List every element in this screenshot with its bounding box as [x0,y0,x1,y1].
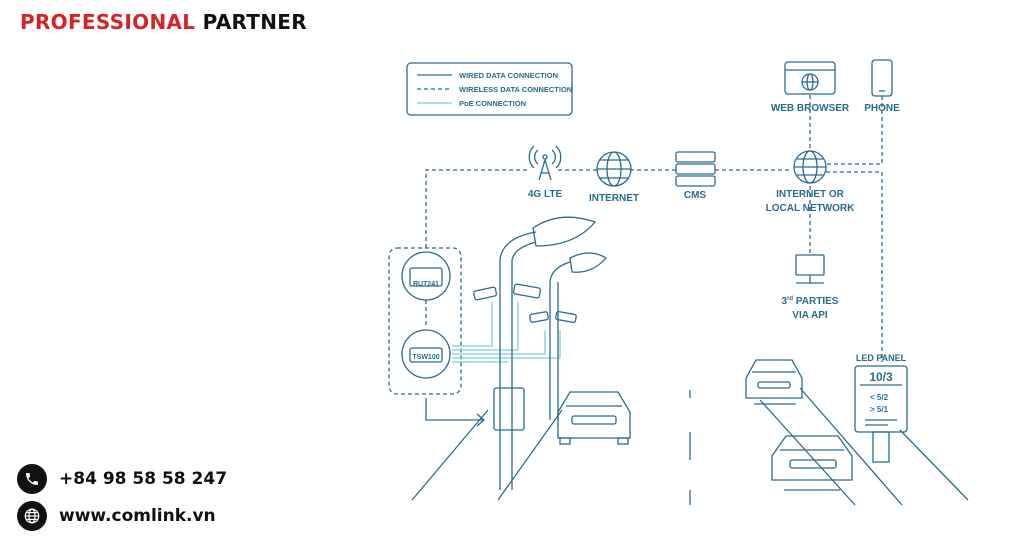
antenna-tower-icon [528,145,562,181]
third-parties-num: 3 [782,296,788,307]
third-parties-label: 3rd PARTIES [782,296,839,307]
cms-label: CMS [684,190,707,201]
internet-globe-icon [596,151,632,187]
website-url: www.comlink.vn [59,506,216,526]
third-parties-rest: PARTIES [793,296,839,307]
car-right-bottom [771,435,853,491]
car-right-top [745,359,803,405]
led-panel-main: 10/3 [869,370,893,384]
contact-phone[interactable]: +84 98 58 58 247 [17,464,227,494]
led-panel-sign [854,365,908,463]
cms-server-icon [675,151,716,187]
web-browser-icon [784,61,836,95]
internet-or-label: INTERNET OR [776,189,845,200]
brand-title-part2: PARTNER [202,10,307,34]
internet-label: INTERNET [589,193,639,204]
wired-connection-arrow [425,398,483,421]
poe-connections [452,302,561,363]
local-network-globe-icon [793,150,827,184]
wireless-connections [425,95,883,362]
local-network-label: LOCAL NETWORK [766,203,855,214]
web-browser-label: WEB BROWSER [771,103,850,114]
legend-wired: WIRED DATA CONNECTION [459,71,558,80]
router-label: RUT241 [413,281,439,288]
led-panel-line2: > 5/1 [870,405,889,414]
phone-number: +84 98 58 58 247 [59,469,228,489]
legend-wireless: WIRELESS DATA CONNECTION [459,85,572,94]
control-cabinet [493,387,525,431]
legend-box [406,62,573,116]
globe-icon [17,501,47,531]
phone-device-icon [871,59,893,97]
road [411,387,969,506]
street-light-right [549,252,607,420]
car-left [557,391,631,445]
led-panel-title: LED PANEL [856,353,907,363]
third-parties-computer-icon [795,254,825,284]
brand-title-part1: PROFESSIONAL [20,10,196,34]
lte-label: 4G LTE [528,189,563,200]
switch-label: TSW100 [412,354,439,361]
legend-poe: PoE CONNECTION [459,99,526,108]
gateway-box [388,247,462,395]
led-panel-line1: < 5/2 [870,393,889,402]
contact-website[interactable]: www.comlink.vn [17,501,216,531]
street-light-left [499,216,597,490]
phone-icon [17,464,47,494]
brand-title: PROFESSIONAL PARTNER [20,10,307,34]
third-parties-sup: rd [787,296,793,302]
cameras [473,283,577,324]
phone-label: PHONE [864,103,900,114]
via-api-label: VIA API [792,310,828,321]
arrow-head [476,413,485,427]
